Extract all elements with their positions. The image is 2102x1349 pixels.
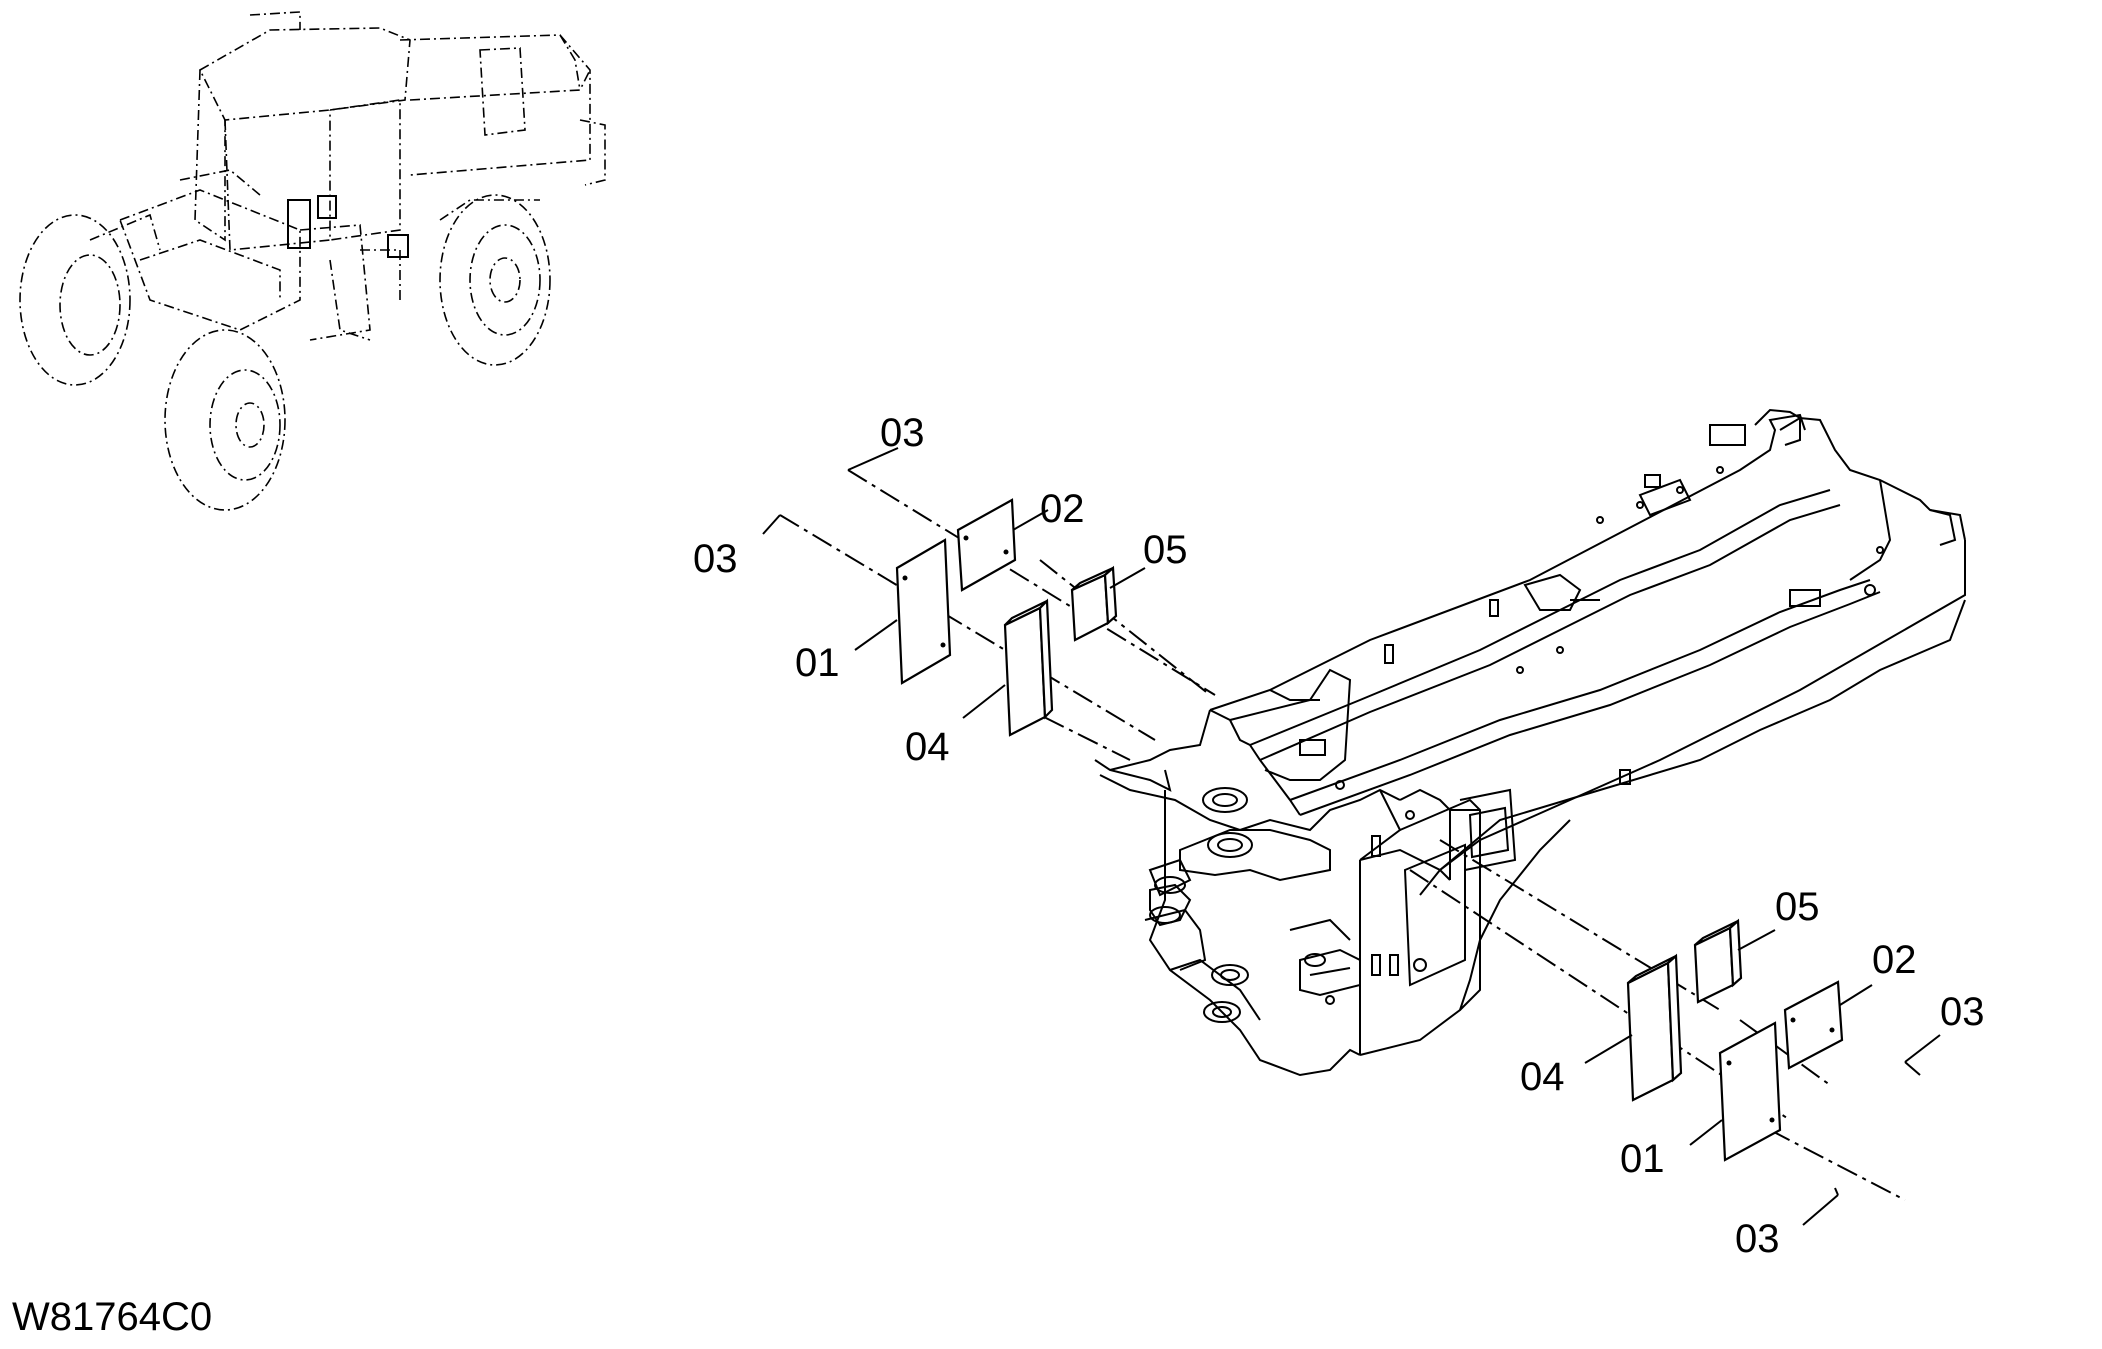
callout-04-upper: 04	[905, 725, 950, 769]
callout-05-lower: 05	[1775, 885, 1820, 929]
plate-02-upper	[956, 498, 1017, 592]
callout-04-lower: 04	[1520, 1055, 1565, 1099]
drawing-code: W81764C0	[12, 1295, 213, 1339]
callout-02-upper: 02	[1040, 487, 1085, 531]
plate-01-upper	[895, 538, 952, 685]
callout-03-left: 03	[693, 537, 738, 581]
plate-04-lower	[1626, 961, 1675, 1102]
leader-lines	[762, 447, 1941, 1226]
decal-plates-upper	[895, 498, 1118, 737]
callout-03-right: 03	[1940, 990, 1985, 1034]
callout-02-lower: 02	[1872, 938, 1917, 982]
callouts: 03 03 02 05 01 04 05 02 03 04 01 03	[693, 411, 1985, 1261]
decal-plates-lower	[1626, 918, 1844, 1162]
plate-04-upper	[1003, 606, 1047, 737]
plate-02-lower	[1783, 980, 1844, 1070]
plate-01-lower	[1718, 1021, 1782, 1162]
callout-03-top: 03	[880, 411, 925, 455]
loader-overview-illustration	[19, 11, 606, 511]
callout-05-upper: 05	[1143, 528, 1188, 572]
callout-01-lower: 01	[1620, 1137, 1665, 1181]
main-frame-illustration	[1094, 408, 1966, 1077]
callout-03-bottom: 03	[1735, 1217, 1780, 1261]
callout-01-upper: 01	[795, 641, 840, 685]
